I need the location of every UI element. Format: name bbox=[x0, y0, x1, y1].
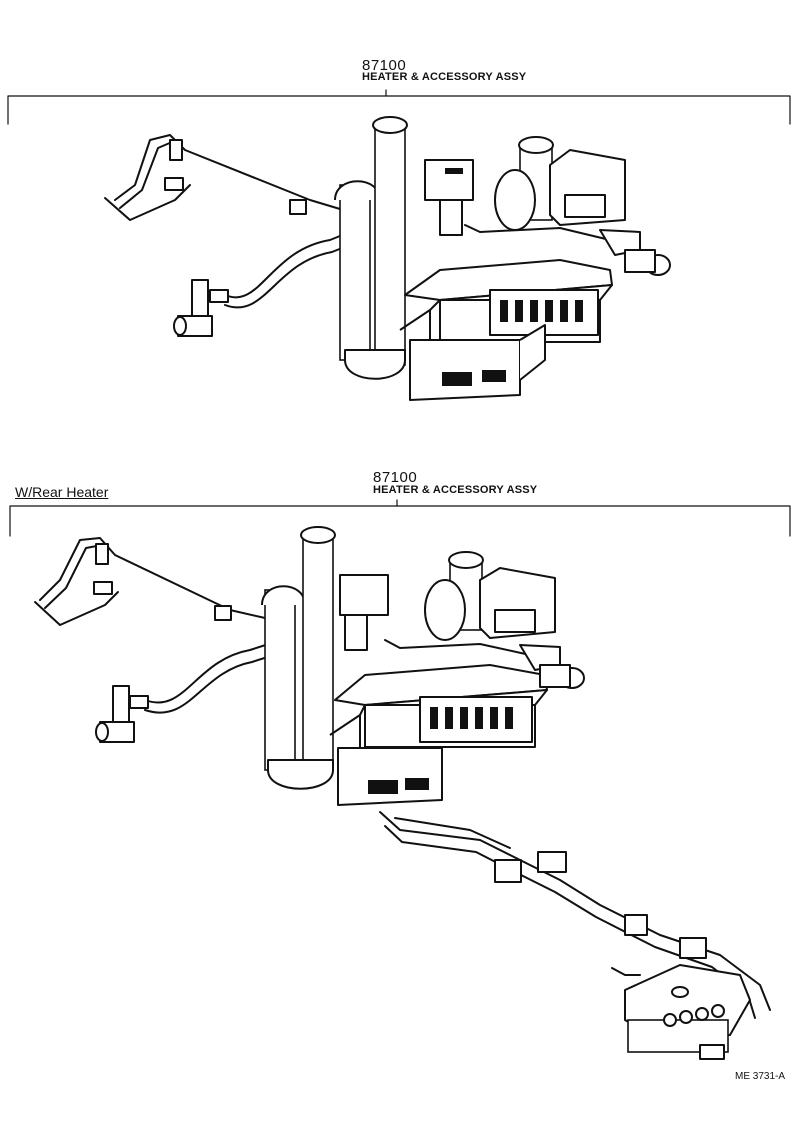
section-2-bracket bbox=[9, 499, 791, 537]
section-2-part-number: 87100 bbox=[373, 469, 418, 486]
section-1-heater-assy bbox=[104, 116, 671, 401]
section-1-part-number: 87100 bbox=[362, 57, 407, 74]
section-2-heater-assy bbox=[34, 526, 771, 1060]
section-2-title: HEATER & ACCESSORY ASSY bbox=[373, 484, 538, 496]
section-1-title: HEATER & ACCESSORY ASSY bbox=[362, 71, 527, 83]
section-1-bracket bbox=[7, 89, 791, 125]
figure-reference: ME 3731-A bbox=[735, 1071, 786, 1082]
section-2-variant-label: W/Rear Heater bbox=[15, 484, 109, 500]
